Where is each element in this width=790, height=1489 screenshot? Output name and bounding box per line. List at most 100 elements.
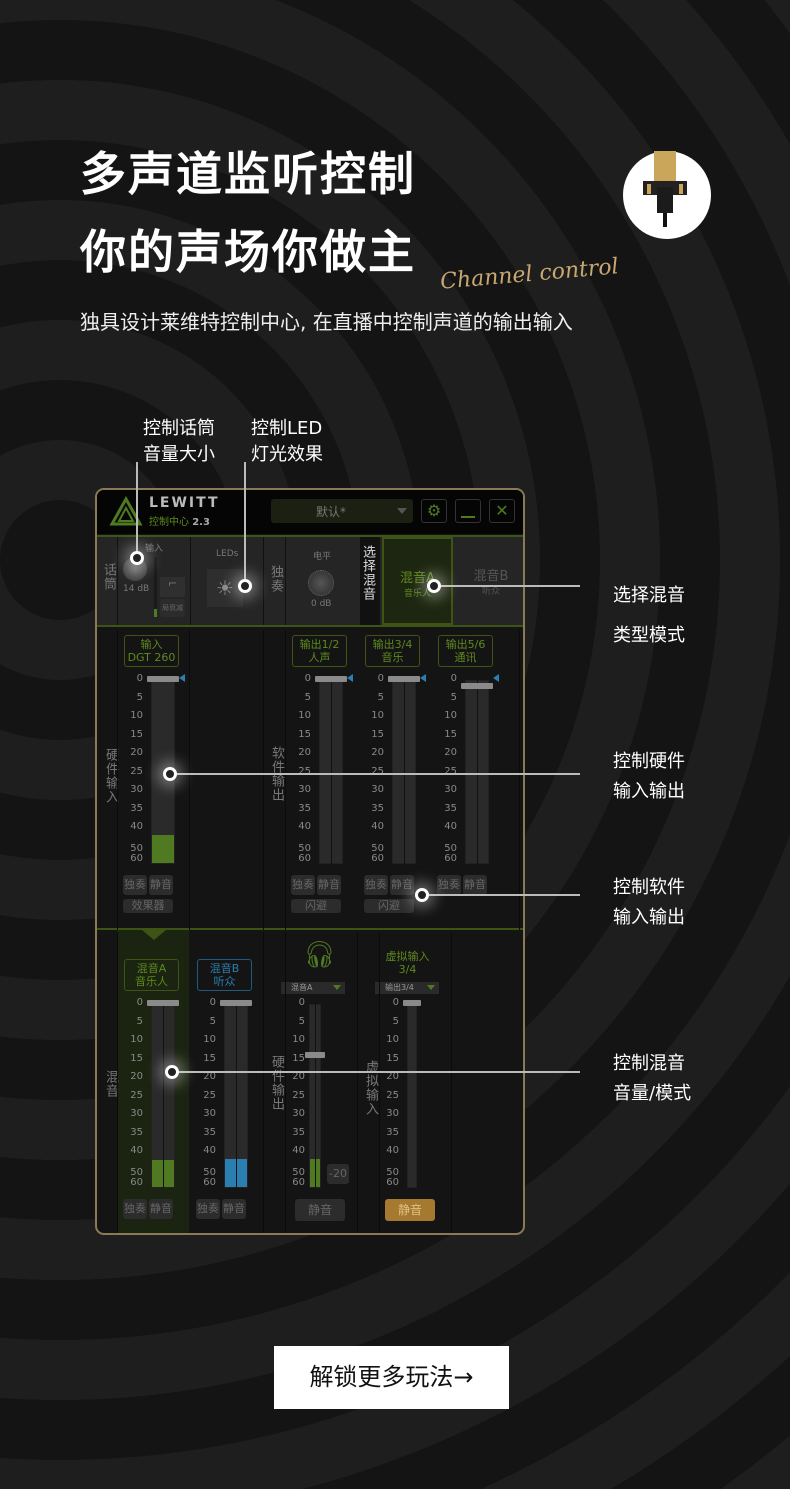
output-select[interactable]: 输出3/4 [375, 982, 439, 994]
chevron-down-icon [427, 985, 435, 994]
channel-name: 混音B [209, 962, 240, 975]
column-divider [263, 932, 264, 1233]
callout-dot [415, 888, 429, 902]
scale-tick: 0 [377, 673, 384, 684]
fader-handle[interactable] [147, 1000, 179, 1006]
mute-button[interactable]: 静音 [463, 875, 487, 895]
scale-tick: 0 [450, 673, 457, 684]
scale-tick: 40 [203, 1145, 216, 1156]
fader-handle[interactable] [461, 683, 493, 690]
column-divider [519, 630, 520, 930]
fader-handle[interactable] [220, 1000, 252, 1006]
scale-tick: 60 [130, 853, 143, 864]
column-divider [285, 932, 286, 1233]
mute-button[interactable]: 静音 [390, 875, 414, 895]
mute-button[interactable]: 静音 [222, 1199, 246, 1219]
scale-tick: 15 [444, 728, 457, 740]
clip-indicator-icon [493, 674, 499, 682]
scale-tick: 5 [136, 1015, 143, 1027]
scale-tick: 35 [444, 802, 457, 814]
scale-tick: 10 [203, 1034, 216, 1045]
solo-button[interactable]: 独奏 [123, 1199, 147, 1219]
led-brightness-button[interactable]: ☀ [207, 569, 243, 607]
scale-tick: 60 [292, 1177, 305, 1188]
scale-tick: 5 [209, 1015, 216, 1027]
lowcut-button[interactable]: 局衰减 [160, 599, 185, 617]
scale-tick: 30 [386, 1108, 399, 1119]
unlock-more-button[interactable]: 解锁更多玩法→ [274, 1346, 509, 1409]
scale-tick: 25 [130, 765, 143, 777]
fader-handle[interactable] [315, 676, 347, 682]
column-divider [189, 630, 190, 930]
scale-tick: 0 [209, 997, 216, 1008]
fader-handle[interactable] [305, 1051, 325, 1058]
scale-tick: 35 [298, 802, 311, 814]
scale-tick: 40 [292, 1145, 305, 1156]
solo-button[interactable]: 独奏 [291, 875, 315, 895]
solo-button[interactable]: 独奏 [123, 875, 147, 895]
callout-line [422, 894, 580, 896]
channel-name: 混音A [136, 962, 167, 975]
callout-hw-label: 控制硬件输入输出 [613, 751, 685, 802]
scale-tick: 20 [371, 747, 384, 758]
solo-button[interactable]: 独奏 [364, 875, 388, 895]
scale-tick: 60 [130, 1177, 143, 1188]
scale-tick: 30 [371, 784, 384, 795]
scale-tick: 10 [371, 710, 384, 721]
headphones-icon: 🎧︎ [303, 940, 337, 970]
mute-button[interactable]: 静音 [385, 1199, 435, 1221]
solo-button[interactable]: 独奏 [437, 875, 461, 895]
level-knob[interactable] [308, 570, 334, 596]
scale-tick: 35 [371, 802, 384, 814]
scale-tick: 20 [292, 1071, 305, 1082]
meter-divider [315, 1004, 316, 1188]
preset-dropdown[interactable]: 默认* [271, 499, 413, 523]
scale-tick: 20 [130, 747, 143, 758]
minimize-icon [461, 516, 475, 518]
callout-mixvol-label: 控制混音音量/模式 [613, 1053, 692, 1104]
top-controls: 话筒 输入 14 dB ⌐ 局衰减 LEDs ☀ 独奏 电平 0 dB 选择混音… [97, 535, 523, 627]
high-pass-button[interactable]: ⌐ [160, 577, 185, 597]
meter-divider [331, 680, 332, 864]
mute-button[interactable]: 静音 [149, 1199, 173, 1219]
extra-button[interactable]: 效果器 [123, 899, 173, 913]
scale-tick: 60 [371, 853, 384, 864]
minimize-button[interactable] [455, 499, 481, 523]
scale-tick: 60 [386, 1177, 399, 1188]
mute-button[interactable]: 静音 [317, 875, 341, 895]
column-divider [263, 630, 264, 930]
mix-label: 混音 [103, 1070, 118, 1098]
mute-button[interactable]: 静音 [149, 875, 173, 895]
solo-button[interactable]: 独奏 [196, 1199, 220, 1219]
scale-tick: 10 [386, 1034, 399, 1045]
scale-tick: 40 [130, 1145, 143, 1156]
column-divider [117, 932, 118, 1233]
fader-handle[interactable] [388, 676, 420, 682]
scale-tick: 50 [444, 843, 457, 854]
callout-dot [163, 767, 177, 781]
scale-tick: 20 [444, 747, 457, 758]
settings-button[interactable]: ⚙ [421, 499, 447, 523]
scale-tick: 0 [304, 673, 311, 684]
title-bar: LEWITT 控制中心 2.3 默认* ⚙ ✕ [97, 490, 523, 534]
mute-button[interactable]: 静音 [295, 1199, 345, 1221]
scale-tick: 15 [371, 728, 384, 740]
output-select[interactable]: 混音A [281, 982, 345, 994]
extra-button[interactable]: 闪避 [291, 899, 341, 913]
clip-indicator-icon [179, 674, 185, 682]
scale-tick: 5 [136, 691, 143, 703]
extra-button[interactable]: 闪避 [364, 899, 414, 913]
channel-name: 输出5/6 [445, 638, 486, 651]
fader-handle[interactable] [147, 676, 179, 682]
brightness-icon: ☀ [216, 576, 234, 600]
channel-sub: 人声 [308, 651, 331, 664]
clip-indicator-icon [347, 674, 353, 682]
fader-handle[interactable] [403, 1000, 421, 1006]
scale-tick: 10 [298, 710, 311, 721]
close-button[interactable]: ✕ [489, 499, 515, 523]
